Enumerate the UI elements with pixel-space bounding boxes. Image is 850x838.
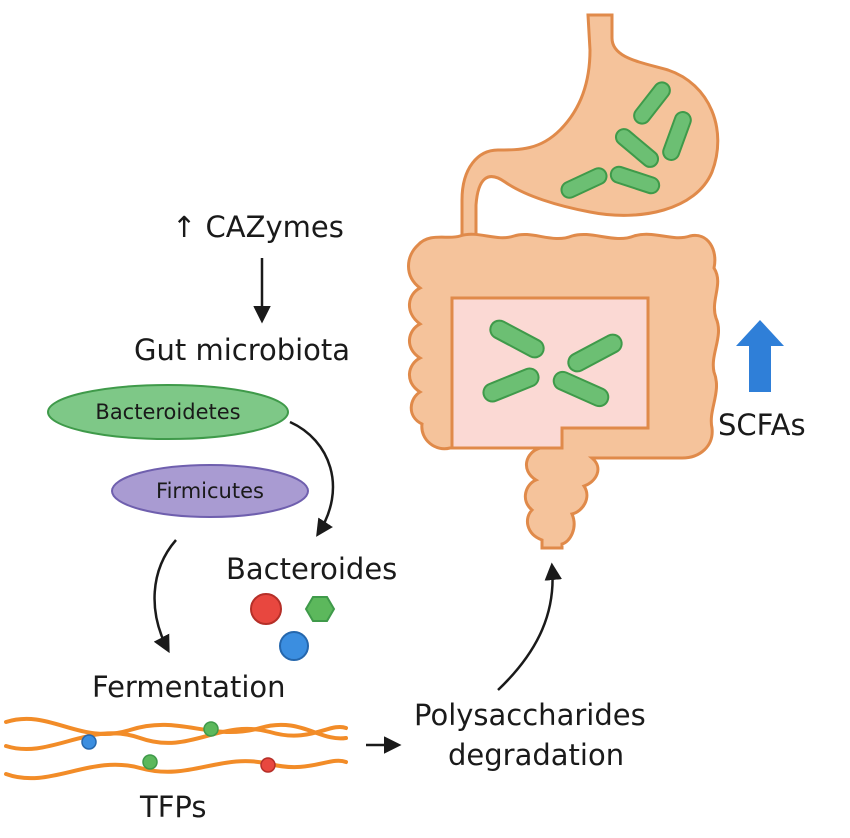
intestine xyxy=(407,232,720,550)
stomach xyxy=(460,13,720,250)
fermentation-label: Fermentation xyxy=(92,670,286,704)
bacterium xyxy=(633,81,671,125)
green-hexagon-molecule xyxy=(304,596,336,622)
bacterium xyxy=(614,128,660,168)
polysaccharides-label-line1: Polysaccharides xyxy=(414,698,646,732)
blue-molecule xyxy=(279,631,309,661)
arrow-to-bacteroides xyxy=(289,420,335,537)
bacterium xyxy=(552,370,610,408)
intestine-lumen xyxy=(450,296,650,450)
bacterium xyxy=(567,333,623,373)
scfa-up-arrow xyxy=(736,320,784,392)
tfps-label: TFPs xyxy=(140,790,207,824)
bacteroidetes-pill: Bacteroidetes xyxy=(47,384,289,440)
bacterium xyxy=(609,165,661,195)
cazymes-label: ↑ CAZymes xyxy=(172,210,344,244)
arrow-to-intestine xyxy=(497,562,562,691)
tfp-chains xyxy=(4,716,348,781)
bacterium xyxy=(482,367,540,403)
bacteroides-label: Bacteroides xyxy=(226,552,398,586)
bacterium xyxy=(662,111,692,161)
arrow-to-fermentation xyxy=(153,539,177,654)
gut-microbiota-label: Gut microbiota xyxy=(134,333,351,367)
red-molecule xyxy=(250,593,282,625)
scfas-label: SCFAs xyxy=(718,408,806,442)
bacterium xyxy=(489,319,545,359)
firmicutes-label: Firmicutes xyxy=(156,479,264,503)
bacteroidetes-label: Bacteroidetes xyxy=(95,400,240,424)
polysaccharides-label-line2: degradation xyxy=(448,738,625,772)
firmicutes-pill: Firmicutes xyxy=(111,464,309,518)
bacterium xyxy=(560,167,608,199)
